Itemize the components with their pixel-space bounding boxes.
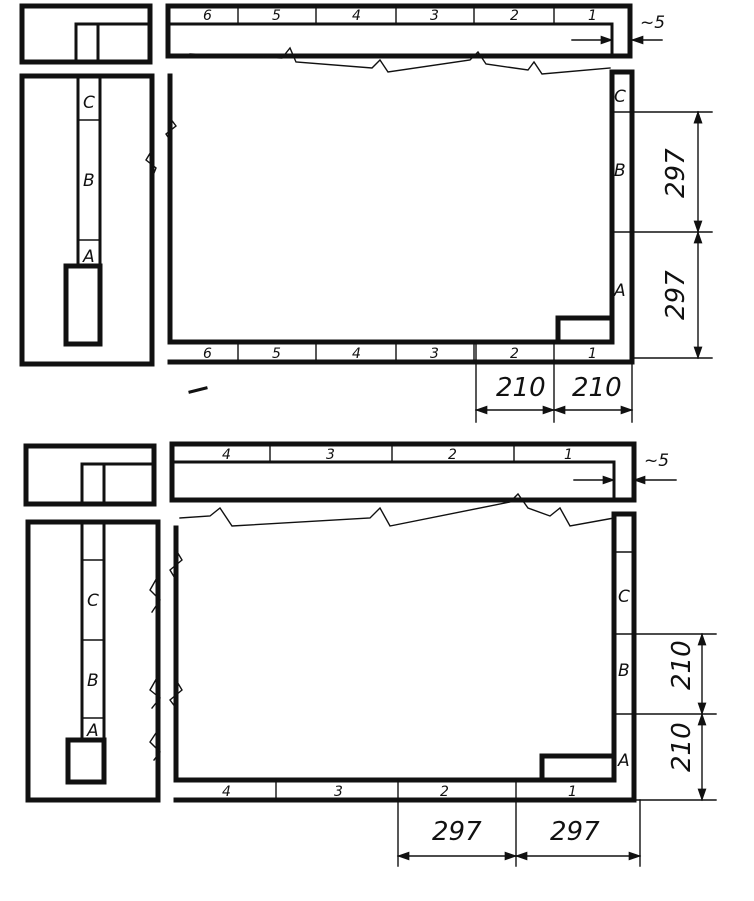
zone-label: 3 xyxy=(326,447,335,463)
top-sheet: 6 5 4 3 2 1 ~5 C B A xyxy=(19,3,713,423)
zone-label: 4 xyxy=(222,447,231,463)
zone-label: 6 xyxy=(203,8,212,24)
bottom-sheet-horizontal-dimensions: 297 297 xyxy=(396,799,642,867)
bottom-sheet-vertical-dimensions: 210 210 xyxy=(633,632,717,802)
zone-label: A xyxy=(86,721,99,741)
bottom-sheet-right-strip: C B A xyxy=(173,511,637,803)
zone-label: A xyxy=(82,247,95,267)
zone-label: A xyxy=(617,751,630,771)
zone-label: 2 xyxy=(448,447,457,463)
zone-label: 2 xyxy=(510,346,519,362)
zone-label: 3 xyxy=(430,8,439,24)
top-sheet-right-strip: C B A xyxy=(167,69,635,365)
dimension-label: 210 xyxy=(572,373,622,403)
zone-label: C xyxy=(87,591,99,611)
zone-label: 3 xyxy=(430,346,439,362)
bottom-sheet-corner-box xyxy=(23,443,157,507)
zone-label: C xyxy=(618,587,630,607)
top-sheet-main-area xyxy=(165,69,615,345)
bottom-sheet-margin-dimension: ~5 xyxy=(573,451,677,485)
dimension-label: 210 xyxy=(496,373,546,403)
zone-label: 5 xyxy=(272,8,281,24)
dimension-label: 210 xyxy=(667,722,697,772)
zone-label: B xyxy=(83,171,95,191)
zone-label: 4 xyxy=(352,8,361,24)
top-sheet-top-strip: 6 5 4 3 2 1 ~5 xyxy=(165,3,665,75)
top-sheet-corner-box xyxy=(19,3,153,65)
zone-label: 6 xyxy=(203,346,212,362)
zone-label: 5 xyxy=(272,346,281,362)
bottom-sheet-bottom-strip: 4 3 2 1 xyxy=(222,779,577,801)
zone-label: 4 xyxy=(352,346,361,362)
margin-label: ~5 xyxy=(644,451,669,471)
zone-label: B xyxy=(87,671,99,691)
dimension-label: 297 xyxy=(661,270,691,320)
bottom-sheet: 4 3 2 1 ~5 C B A xyxy=(23,441,717,867)
dimension-label: 210 xyxy=(667,640,697,690)
zone-label: B xyxy=(614,161,626,181)
bottom-sheet-left-strip: C B A xyxy=(25,519,161,803)
top-sheet-horizontal-dimensions: 210 210 xyxy=(474,341,634,423)
dimension-label: 297 xyxy=(661,148,691,198)
zone-label: 3 xyxy=(334,784,343,800)
zone-label: A xyxy=(613,281,626,301)
zone-label: C xyxy=(83,93,95,113)
zone-label: 1 xyxy=(588,8,597,24)
zone-label: 4 xyxy=(222,784,231,800)
bottom-sheet-top-strip: 4 3 2 1 ~5 xyxy=(169,441,677,527)
top-sheet-left-strip: C B A xyxy=(19,73,157,367)
zone-label: C xyxy=(614,87,626,107)
zone-label: 1 xyxy=(564,447,573,463)
bottom-sheet-main-area xyxy=(169,511,617,783)
dimension-label: 297 xyxy=(432,817,482,847)
zone-label: 1 xyxy=(588,346,597,362)
top-sheet-bottom-strip: 6 5 4 3 2 1 xyxy=(188,341,597,394)
zone-label: 2 xyxy=(510,8,519,24)
top-sheet-top-zone-labels: 6 5 4 3 2 1 xyxy=(203,8,597,24)
top-sheet-vertical-dimensions: 297 297 xyxy=(631,110,713,360)
zone-label: 1 xyxy=(568,784,577,800)
zone-label: B xyxy=(618,661,630,681)
zone-label: 2 xyxy=(440,784,449,800)
top-sheet-margin-dimension: ~5 xyxy=(571,13,665,45)
margin-label: ~5 xyxy=(640,13,665,33)
dimension-label: 297 xyxy=(550,817,600,847)
